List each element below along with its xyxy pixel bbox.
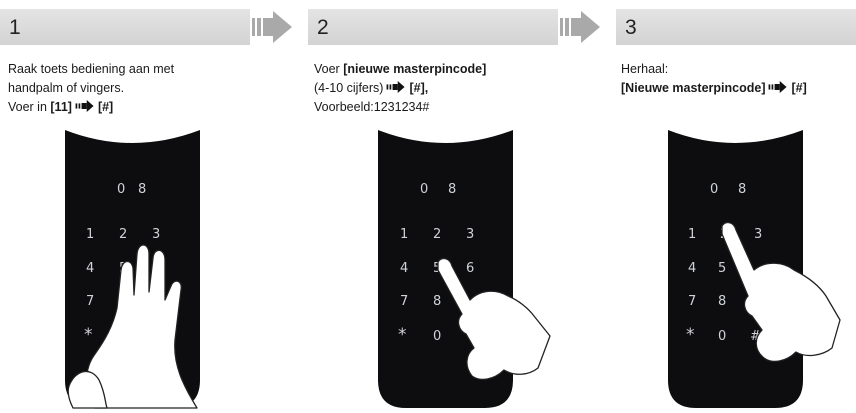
step-2-line-1: Voer [nieuwe masterpincode] bbox=[314, 60, 486, 79]
step-2-new-master-pincode: [nieuwe masterpincode] bbox=[343, 62, 487, 76]
keypad-illustration-3: 0 8 1 2 3 4 5 7 8 * 0 # bbox=[668, 130, 841, 408]
step-2-line-3: Voorbeeld:1231234# bbox=[314, 100, 430, 114]
key-3: 3 bbox=[754, 227, 762, 242]
keypad-top-icon: 0 bbox=[117, 182, 125, 197]
key-0: 0 bbox=[433, 329, 441, 344]
key-5: 5 bbox=[433, 261, 441, 276]
arrow-right-icon bbox=[75, 100, 94, 112]
keypad-top-icon: 8 bbox=[138, 182, 146, 197]
step-3-number: 3 bbox=[625, 16, 637, 39]
step-2-line-2: (4-10 cijfers) [#], bbox=[314, 79, 486, 98]
step-3-instructions: Herhaal: [Nieuwe masterpincode] [#] bbox=[621, 60, 807, 98]
pointing-hand-icon bbox=[437, 257, 551, 381]
key-7: 7 bbox=[86, 294, 94, 309]
step-1-hash-key: [#] bbox=[97, 100, 114, 114]
arrow-right-icon bbox=[387, 81, 406, 93]
key-4: 4 bbox=[400, 261, 408, 276]
step-2-line-1-prefix: Voer bbox=[314, 62, 344, 76]
step-3-line-1: Herhaal: bbox=[621, 62, 669, 76]
palm-hand-icon bbox=[86, 244, 198, 409]
step-1-instructions: Raak toets bediening aan met handpalm of… bbox=[8, 60, 174, 117]
step-2-header: 2 bbox=[308, 9, 558, 45]
key-hash: # bbox=[750, 329, 761, 344]
keypad-top-icon: 8 bbox=[738, 182, 746, 197]
key-7: 7 bbox=[400, 294, 408, 309]
key-4: 4 bbox=[86, 261, 94, 276]
step-2-digit-range: (4-10 cijfers) bbox=[314, 81, 384, 95]
key-3: 3 bbox=[466, 227, 474, 242]
keypad-illustration-2: 0 8 1 2 3 4 5 6 7 8 * 0 bbox=[378, 130, 551, 408]
step-1-line-2: handpalm of vingers. bbox=[8, 81, 125, 95]
pointing-hand-icon bbox=[721, 221, 841, 363]
arrow-right-icon bbox=[769, 81, 788, 93]
step-1-number: 1 bbox=[9, 16, 21, 39]
step-2-instructions: Voer [nieuwe masterpincode] (4-10 cijfer… bbox=[314, 60, 486, 117]
step-1-line-3-prefix: Voer in bbox=[8, 100, 51, 114]
key-3: 3 bbox=[152, 227, 160, 242]
keypad-top-icon: 0 bbox=[710, 182, 718, 197]
keypad-illustration-1: 0 8 1 2 3 4 5 7 * bbox=[65, 130, 200, 409]
key-1: 1 bbox=[688, 227, 696, 242]
step-1-key-code: [11] bbox=[50, 100, 72, 114]
key-1: 1 bbox=[86, 227, 94, 242]
key-7: 7 bbox=[688, 294, 696, 309]
keypad-top-icon: 0 bbox=[420, 182, 428, 197]
key-star: * bbox=[398, 325, 407, 345]
key-0: 0 bbox=[718, 329, 726, 344]
key-8: 8 bbox=[718, 294, 726, 309]
arrow-right-icon bbox=[560, 11, 600, 43]
key-4: 4 bbox=[688, 261, 696, 276]
step-1-line-3: Voer in [11] [#] bbox=[8, 98, 174, 117]
step-3-header: 3 bbox=[616, 9, 856, 45]
key-2: 2 bbox=[433, 227, 441, 242]
key-5: 5 bbox=[718, 261, 726, 276]
step-3-hash-key: [#] bbox=[791, 81, 807, 95]
keypad-top-icon: 8 bbox=[448, 182, 456, 197]
thumb-icon bbox=[67, 370, 108, 409]
key-star: * bbox=[84, 325, 93, 345]
step-3-new-master-pincode: [Nieuwe masterpincode] bbox=[621, 81, 766, 95]
key-1: 1 bbox=[400, 227, 408, 242]
key-8: 8 bbox=[433, 294, 441, 309]
key-2: 2 bbox=[119, 227, 127, 242]
arrow-right-icon bbox=[252, 11, 292, 43]
step-3-line-2: [Nieuwe masterpincode] [#] bbox=[621, 79, 807, 98]
step-2-hash-key: [#], bbox=[409, 81, 429, 95]
step-1-line-1: Raak toets bediening aan met bbox=[8, 62, 175, 76]
step-1-header: 1 bbox=[0, 9, 250, 45]
step-2-number: 2 bbox=[317, 16, 329, 39]
key-star: * bbox=[686, 325, 695, 345]
key-6: 6 bbox=[466, 261, 474, 276]
